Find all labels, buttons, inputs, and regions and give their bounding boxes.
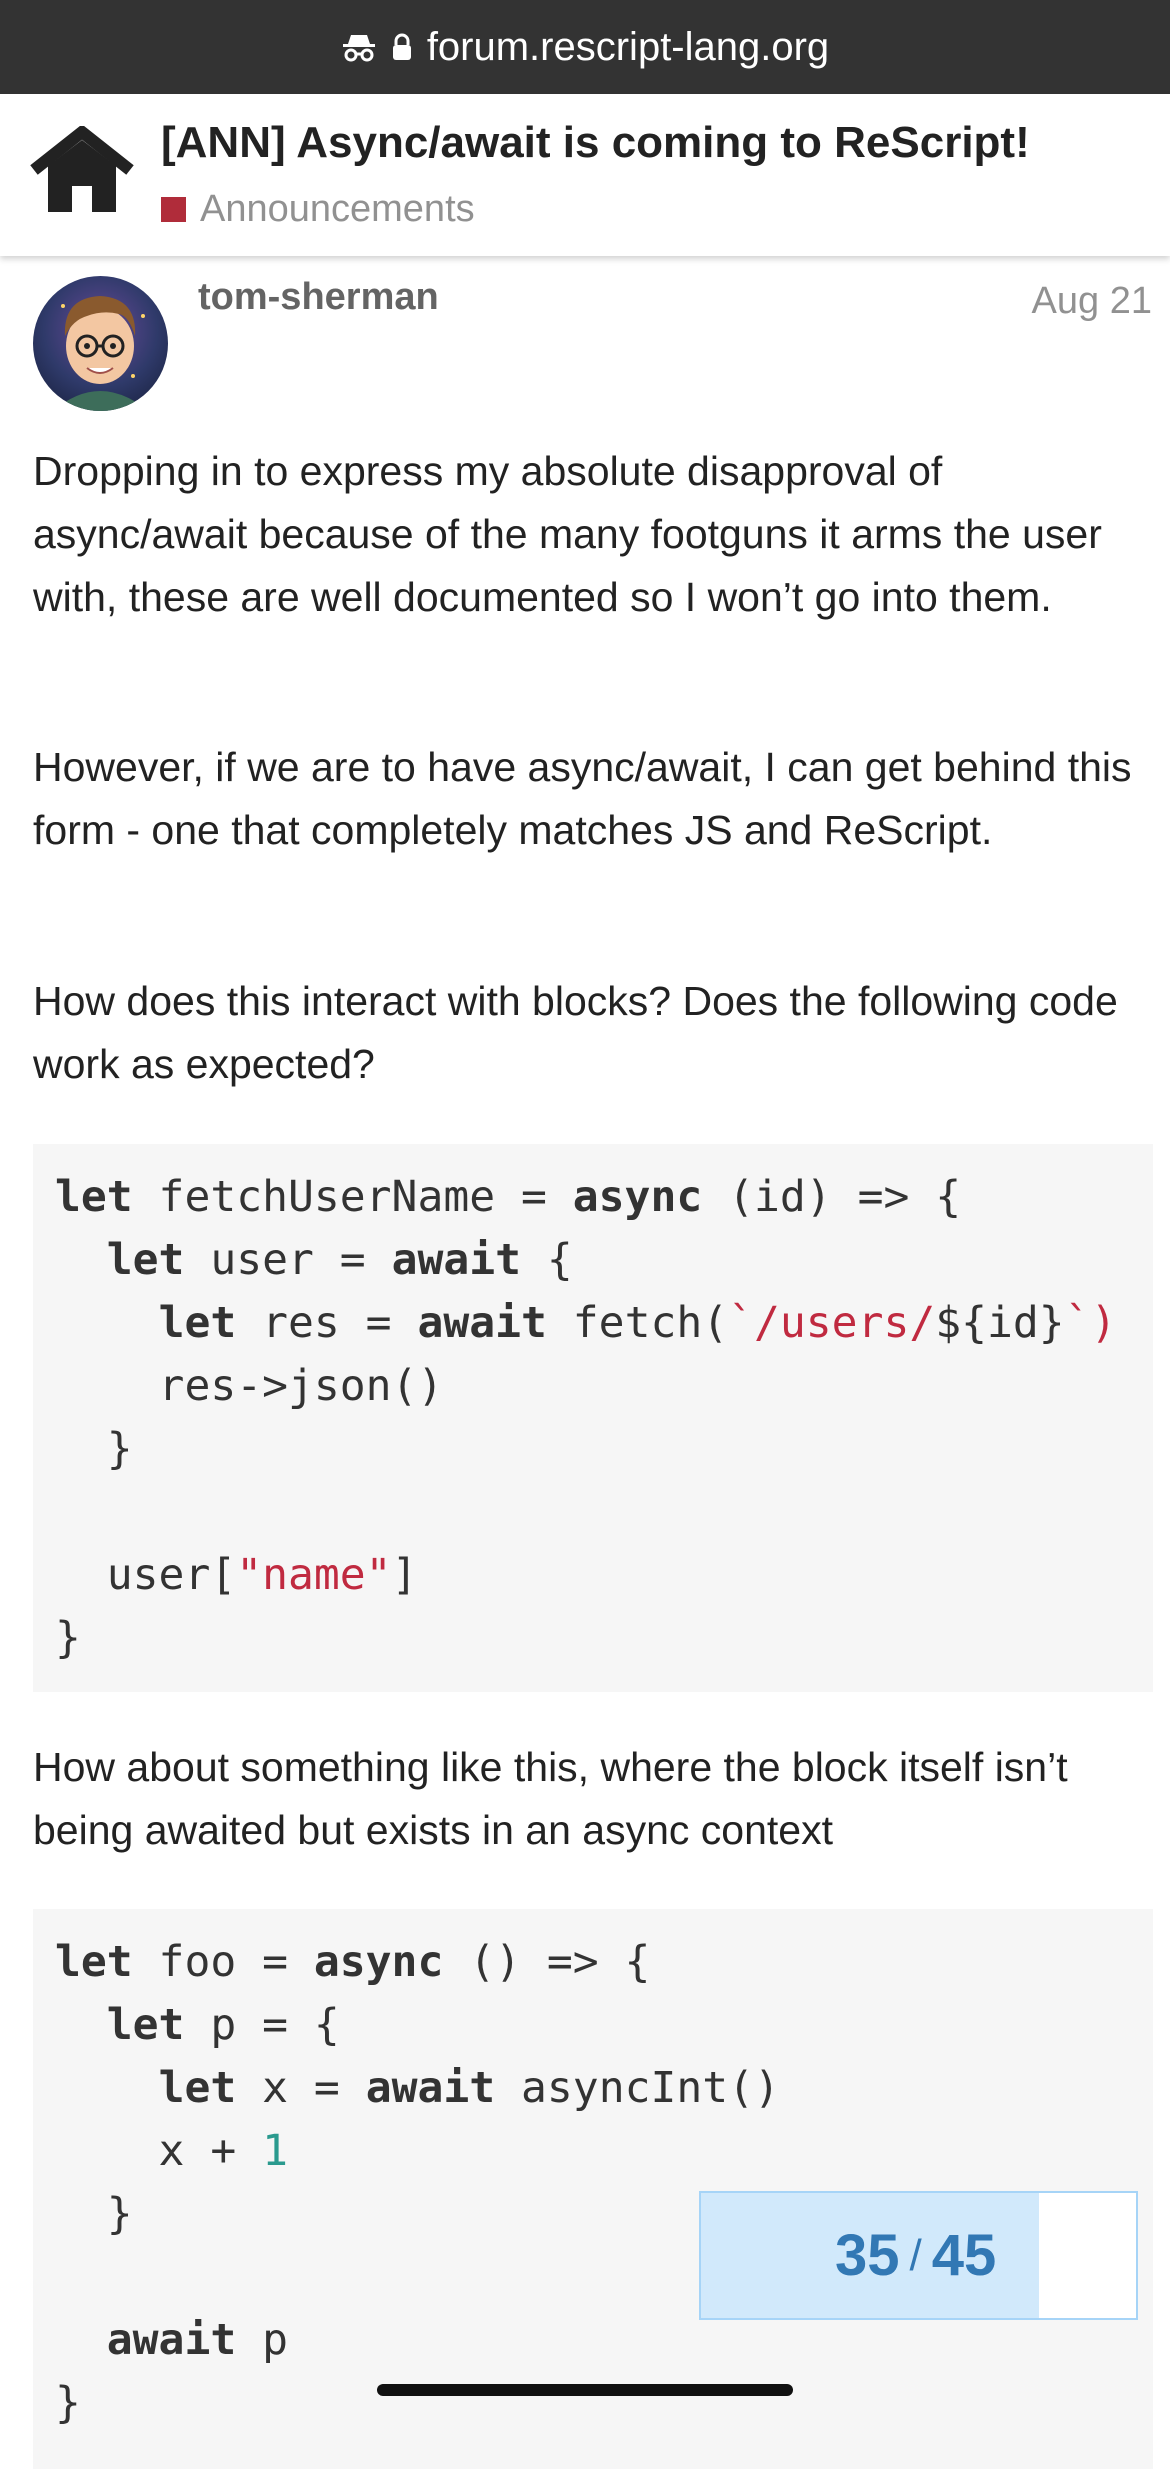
post-paragraph: How does this interact with blocks? Does… [33,978,1118,1087]
avatar[interactable] [33,276,168,411]
progress-text: 35 / 45 [835,2193,996,2318]
category-color-swatch [161,197,186,222]
avatar-image [33,276,168,411]
home-icon[interactable] [28,126,136,214]
home-indicator[interactable] [377,2384,793,2396]
post-paragraph: How about something like this, where the… [33,1744,1068,1853]
category-badge[interactable]: Announcements [161,188,475,231]
progress-total: 45 [931,2223,997,2288]
post-paragraph: Dropping in to express my absolute disap… [33,448,1102,620]
category-label: Announcements [200,188,475,230]
progress-fill [701,2193,1040,2318]
progress-current: 35 [835,2223,900,2288]
topic-title[interactable]: [ANN] Async/await is coming to ReScript! [161,118,1030,167]
progress-separator: / [909,2230,922,2280]
incognito-icon [342,35,375,62]
browser-url-bar[interactable]: forum.rescript-lang.org [0,0,1170,94]
post-date[interactable]: Aug 21 [1031,280,1152,322]
code-block[interactable]: let fetchUserName = async (id) => { let … [33,1144,1153,1692]
topic-header: [ANN] Async/await is coming to ReScript!… [0,94,1170,256]
code-content: let foo = async () => { let p = { let x … [55,1937,780,2428]
post-username[interactable]: tom-sherman [198,276,439,318]
code-content: let fetchUserName = async (id) => { let … [55,1172,1117,1663]
topic-progress[interactable]: 35 / 45 [699,2191,1138,2320]
post-paragraph: However, if we are to have async/await, … [33,744,1132,853]
code-block[interactable]: let foo = async () => { let p = { let x … [33,1909,1153,2469]
lock-icon [392,33,411,60]
url-text: forum.rescript-lang.org [426,24,830,69]
